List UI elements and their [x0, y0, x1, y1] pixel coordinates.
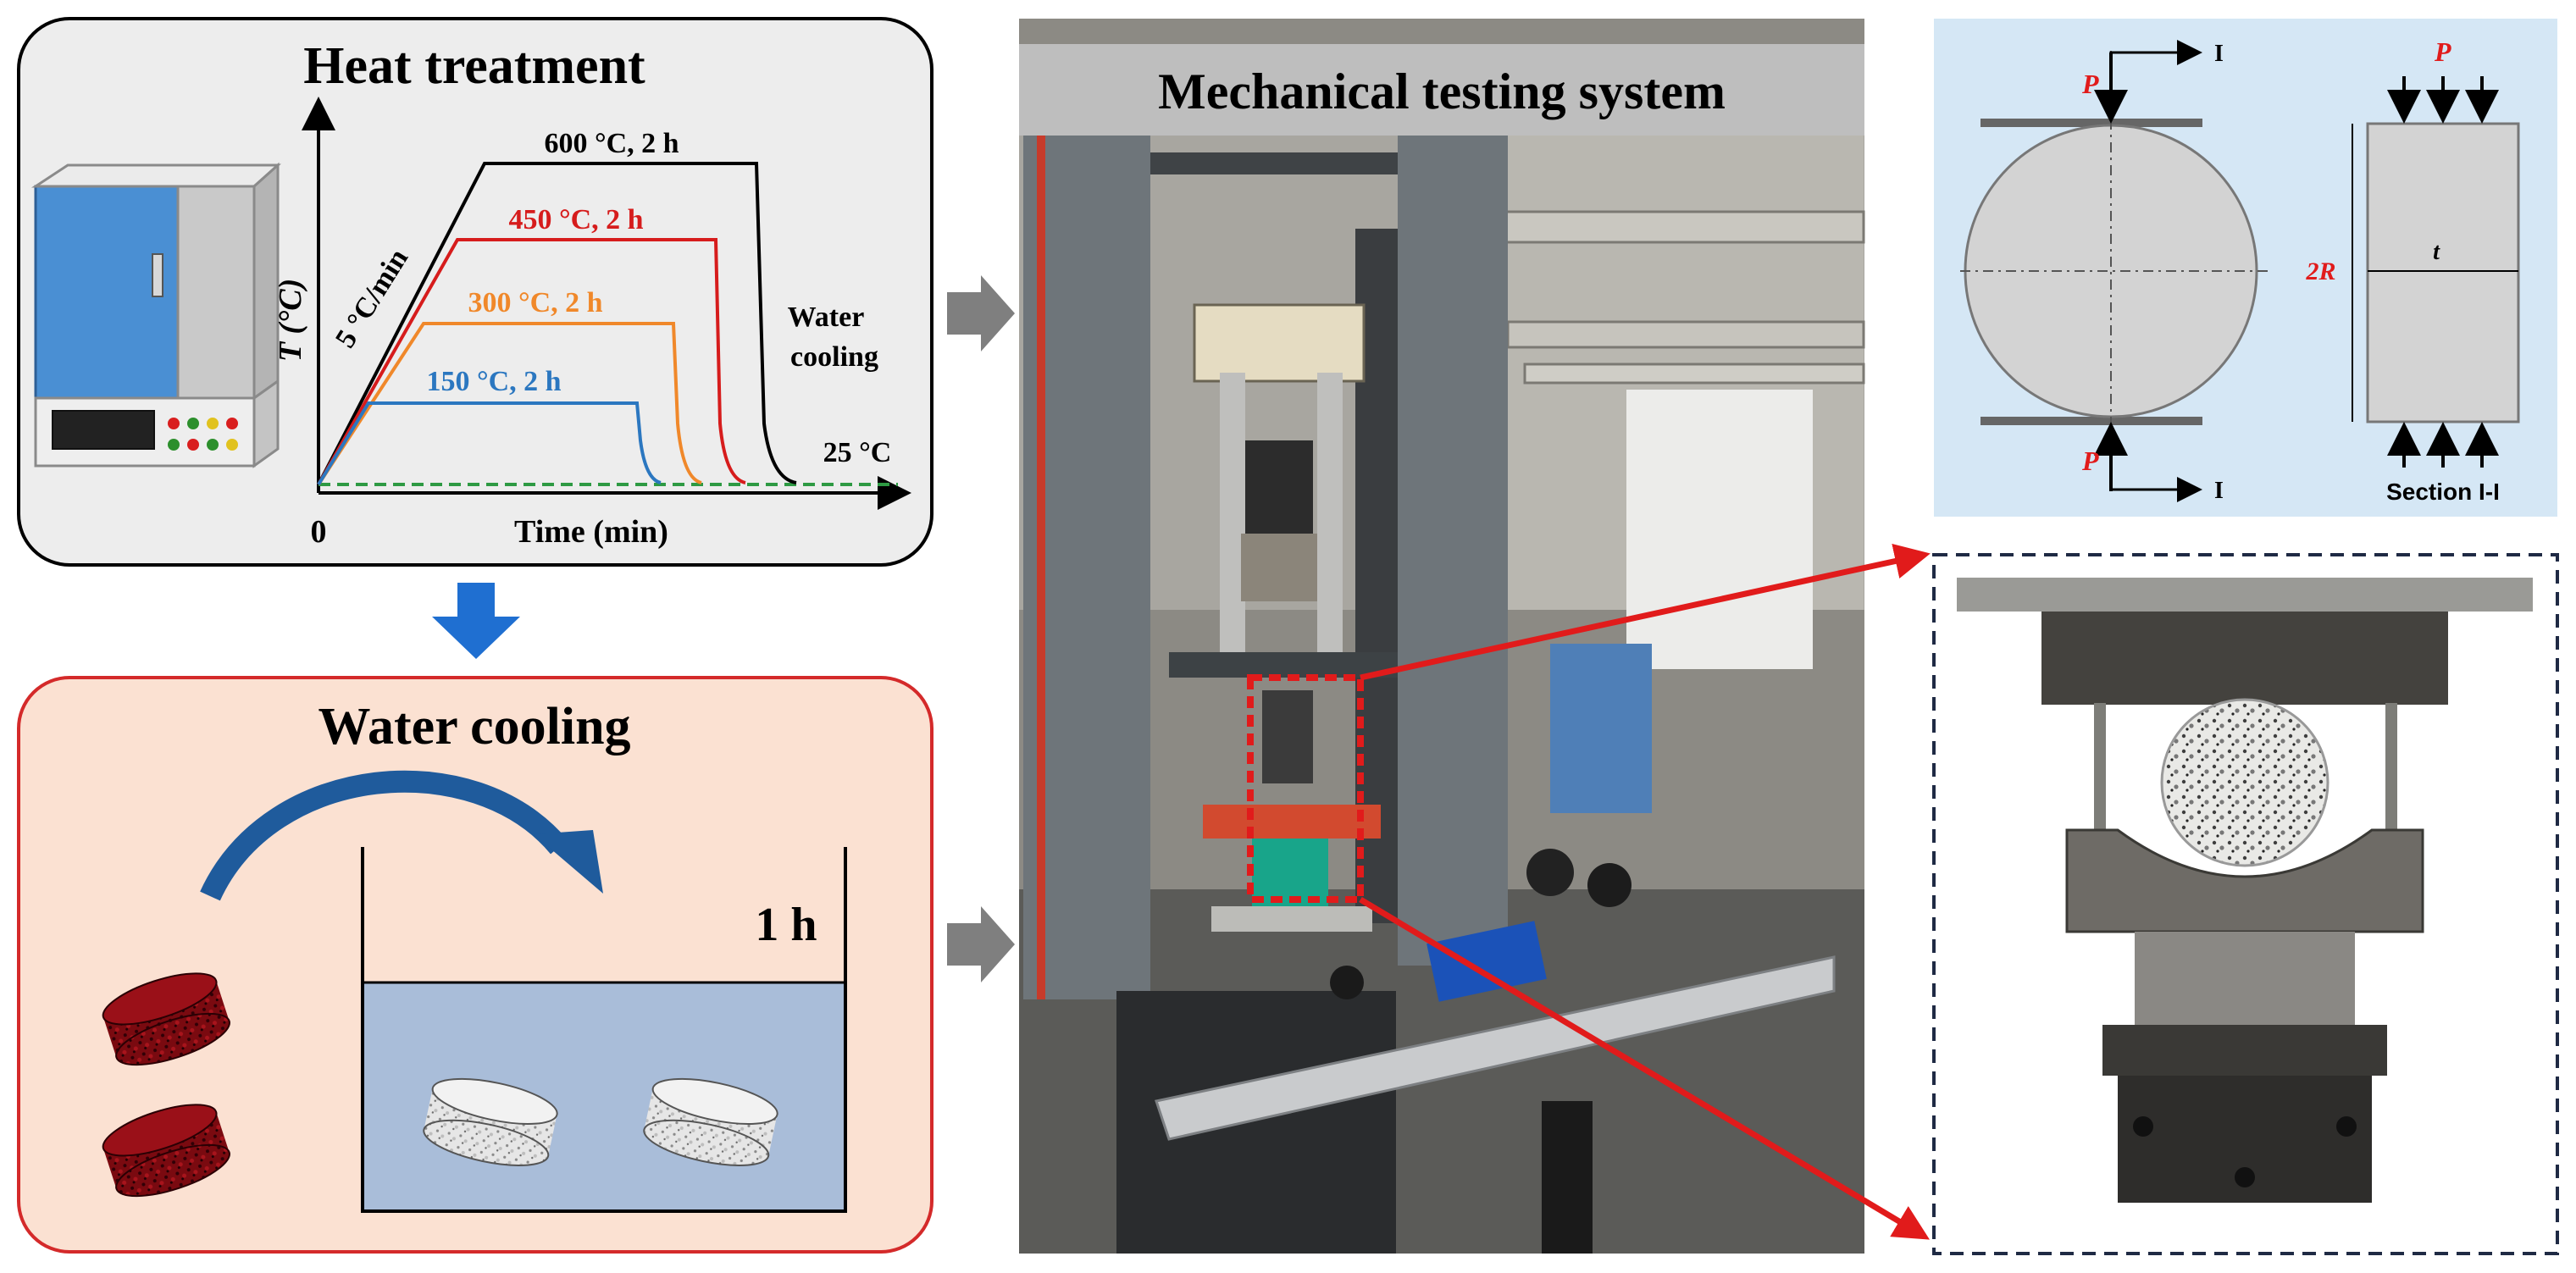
machine-title-band	[1019, 44, 1864, 136]
curve-600	[317, 162, 797, 485]
section-label: Section I-I	[2386, 479, 2500, 505]
cooling-label-line1: Water	[788, 302, 865, 333]
x-axis-label: Time (min)	[514, 514, 668, 550]
zoom-arrow-top	[1360, 543, 1931, 681]
zoom-arrow-bottom	[1359, 896, 1931, 1240]
section-marker-top: I	[2214, 41, 2224, 67]
flow-arrow-bottom	[947, 906, 1015, 982]
cooled-sample	[423, 1077, 558, 1166]
water-cooling-panel: Water cooling 1 h	[17, 676, 933, 1254]
water-container	[361, 847, 847, 1213]
hot-sample	[102, 972, 230, 1066]
curve-label-300: 300 °C, 2 h	[468, 287, 602, 318]
cooling-label-line2: cooling	[790, 341, 878, 373]
top-load-label: P	[2081, 69, 2099, 99]
transfer-arrow	[200, 770, 568, 901]
section-marker-bottom: I	[2214, 478, 2224, 504]
loading-schematic: I I P P P t 2R Section I-I	[1934, 19, 2557, 517]
duration-label: 1 h	[755, 899, 817, 951]
y-axis-label: T (°C)	[273, 279, 308, 363]
right-load-label: P	[2434, 36, 2451, 67]
curve-300	[317, 322, 702, 486]
curve-label-450: 450 °C, 2 h	[508, 204, 643, 235]
water-panel-title: Water cooling	[318, 698, 630, 755]
thickness-label: t	[2433, 239, 2440, 265]
specimen-section	[2366, 122, 2520, 423]
hot-sample	[102, 1104, 230, 1198]
bottom-load-label: P	[2081, 446, 2099, 476]
down-arrow	[432, 583, 520, 659]
specimen-closeup-photo	[1932, 553, 2559, 1255]
curve-150	[317, 401, 662, 486]
machine-panel-title: Mechanical testing system	[1158, 64, 1726, 119]
heating-curves	[317, 162, 797, 486]
furnace-illustration	[30, 162, 281, 468]
curve-450	[317, 238, 746, 485]
curve-label-150: 150 °C, 2 h	[426, 366, 561, 397]
closeup-disc	[2160, 698, 2329, 867]
cooled-sample	[643, 1077, 778, 1166]
origin-label: 0	[311, 514, 327, 550]
diameter-label: 2R	[2305, 257, 2335, 285]
testing-machine-photo: Mechanical testing system	[1019, 19, 1865, 1254]
heat-panel-title: Heat treatment	[303, 37, 645, 95]
room-temperature-label: 25 °C	[823, 437, 892, 468]
flow-arrow-top	[947, 275, 1015, 351]
curve-label-600: 600 °C, 2 h	[544, 128, 679, 159]
heat-treatment-panel: Heat treatment T (°C) Time (min) 0	[17, 17, 933, 567]
